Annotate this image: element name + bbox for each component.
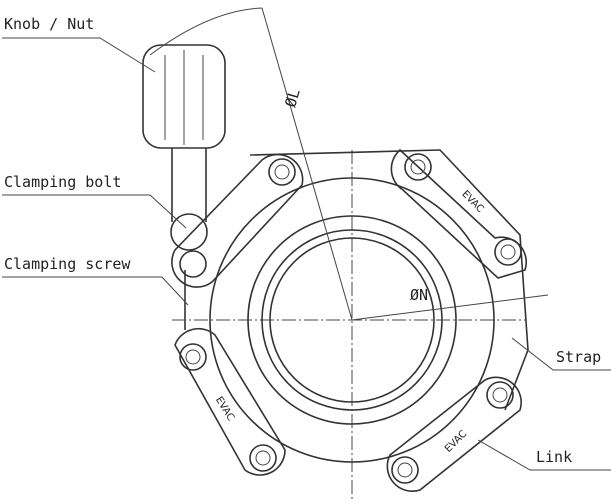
flange-outer [209, 177, 495, 463]
label-strap: Strap [556, 348, 602, 366]
label-clamping-bolt: Clamping bolt [4, 173, 122, 191]
leader-knob [2, 37, 156, 73]
leader-strap [511, 337, 611, 371]
bore-outer [261, 229, 443, 411]
strap-outline [249, 149, 529, 411]
clamping-bolt-shaft [171, 148, 207, 222]
svg-text:EVAC: EVAC [443, 429, 469, 455]
bore-inner [269, 237, 435, 403]
dim-arc-L [149, 7, 263, 56]
flange-mid [247, 215, 457, 425]
knob [142, 44, 226, 149]
label-clamping-screw: Clamping screw [4, 255, 131, 273]
label-link: Link [536, 448, 573, 466]
dim-label-N: ØN [410, 286, 428, 304]
leader-link [477, 439, 611, 471]
dim-line-L [261, 7, 353, 321]
clamping-bolt-ball [170, 213, 208, 251]
label-knob: Knob / Nut [4, 15, 95, 33]
link-top-left [171, 153, 304, 288]
leader-clamping-screw [2, 276, 189, 306]
link-bottom-left: EVAC [174, 327, 286, 476]
dim-label-L: ØL [281, 87, 303, 109]
link-bottom-right: EVAC [386, 376, 522, 492]
svg-text:EVAC: EVAC [459, 189, 485, 215]
dim-line-N [351, 294, 549, 321]
leader-clamping-bolt [2, 194, 187, 229]
